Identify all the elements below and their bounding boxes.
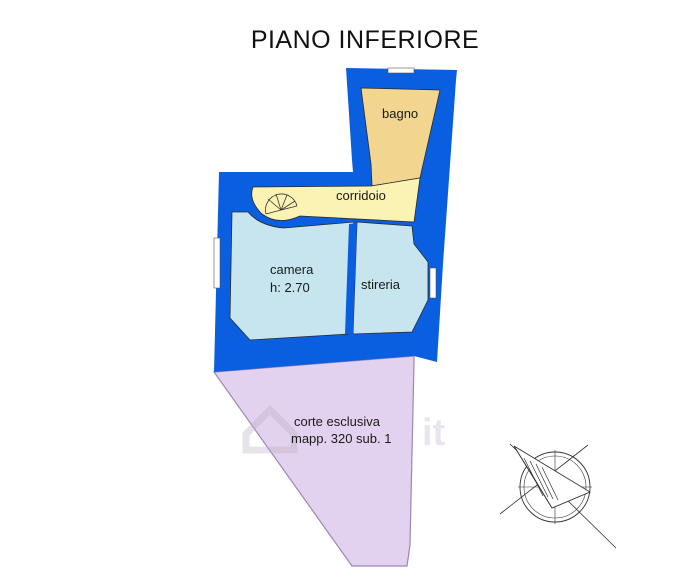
room-corridoio xyxy=(251,177,421,223)
label-stireria: stireria xyxy=(361,277,401,292)
room-camera xyxy=(229,211,355,341)
compass-icon xyxy=(499,443,617,549)
label-bagno: bagno xyxy=(382,106,418,121)
label-camera: camera xyxy=(270,262,314,277)
label-camera-height: h: 2.70 xyxy=(270,280,310,295)
window-left xyxy=(213,237,221,289)
label-courtyard-line1: corte esclusiva xyxy=(294,414,381,429)
watermark-house-icon xyxy=(242,405,298,454)
label-courtyard-line2: mapp. 320 sub. 1 xyxy=(291,431,391,446)
label-corridoio: corridoio xyxy=(336,188,386,203)
room-stireria xyxy=(352,221,429,335)
window-right xyxy=(429,267,437,299)
courtyard-area xyxy=(212,355,415,567)
partition-wall xyxy=(345,223,357,334)
window-top xyxy=(387,67,415,74)
plan-title: PIANO INFERIORE xyxy=(250,26,480,54)
spiral-stair-icon xyxy=(265,193,298,215)
watermark-text: it xyxy=(422,412,446,454)
